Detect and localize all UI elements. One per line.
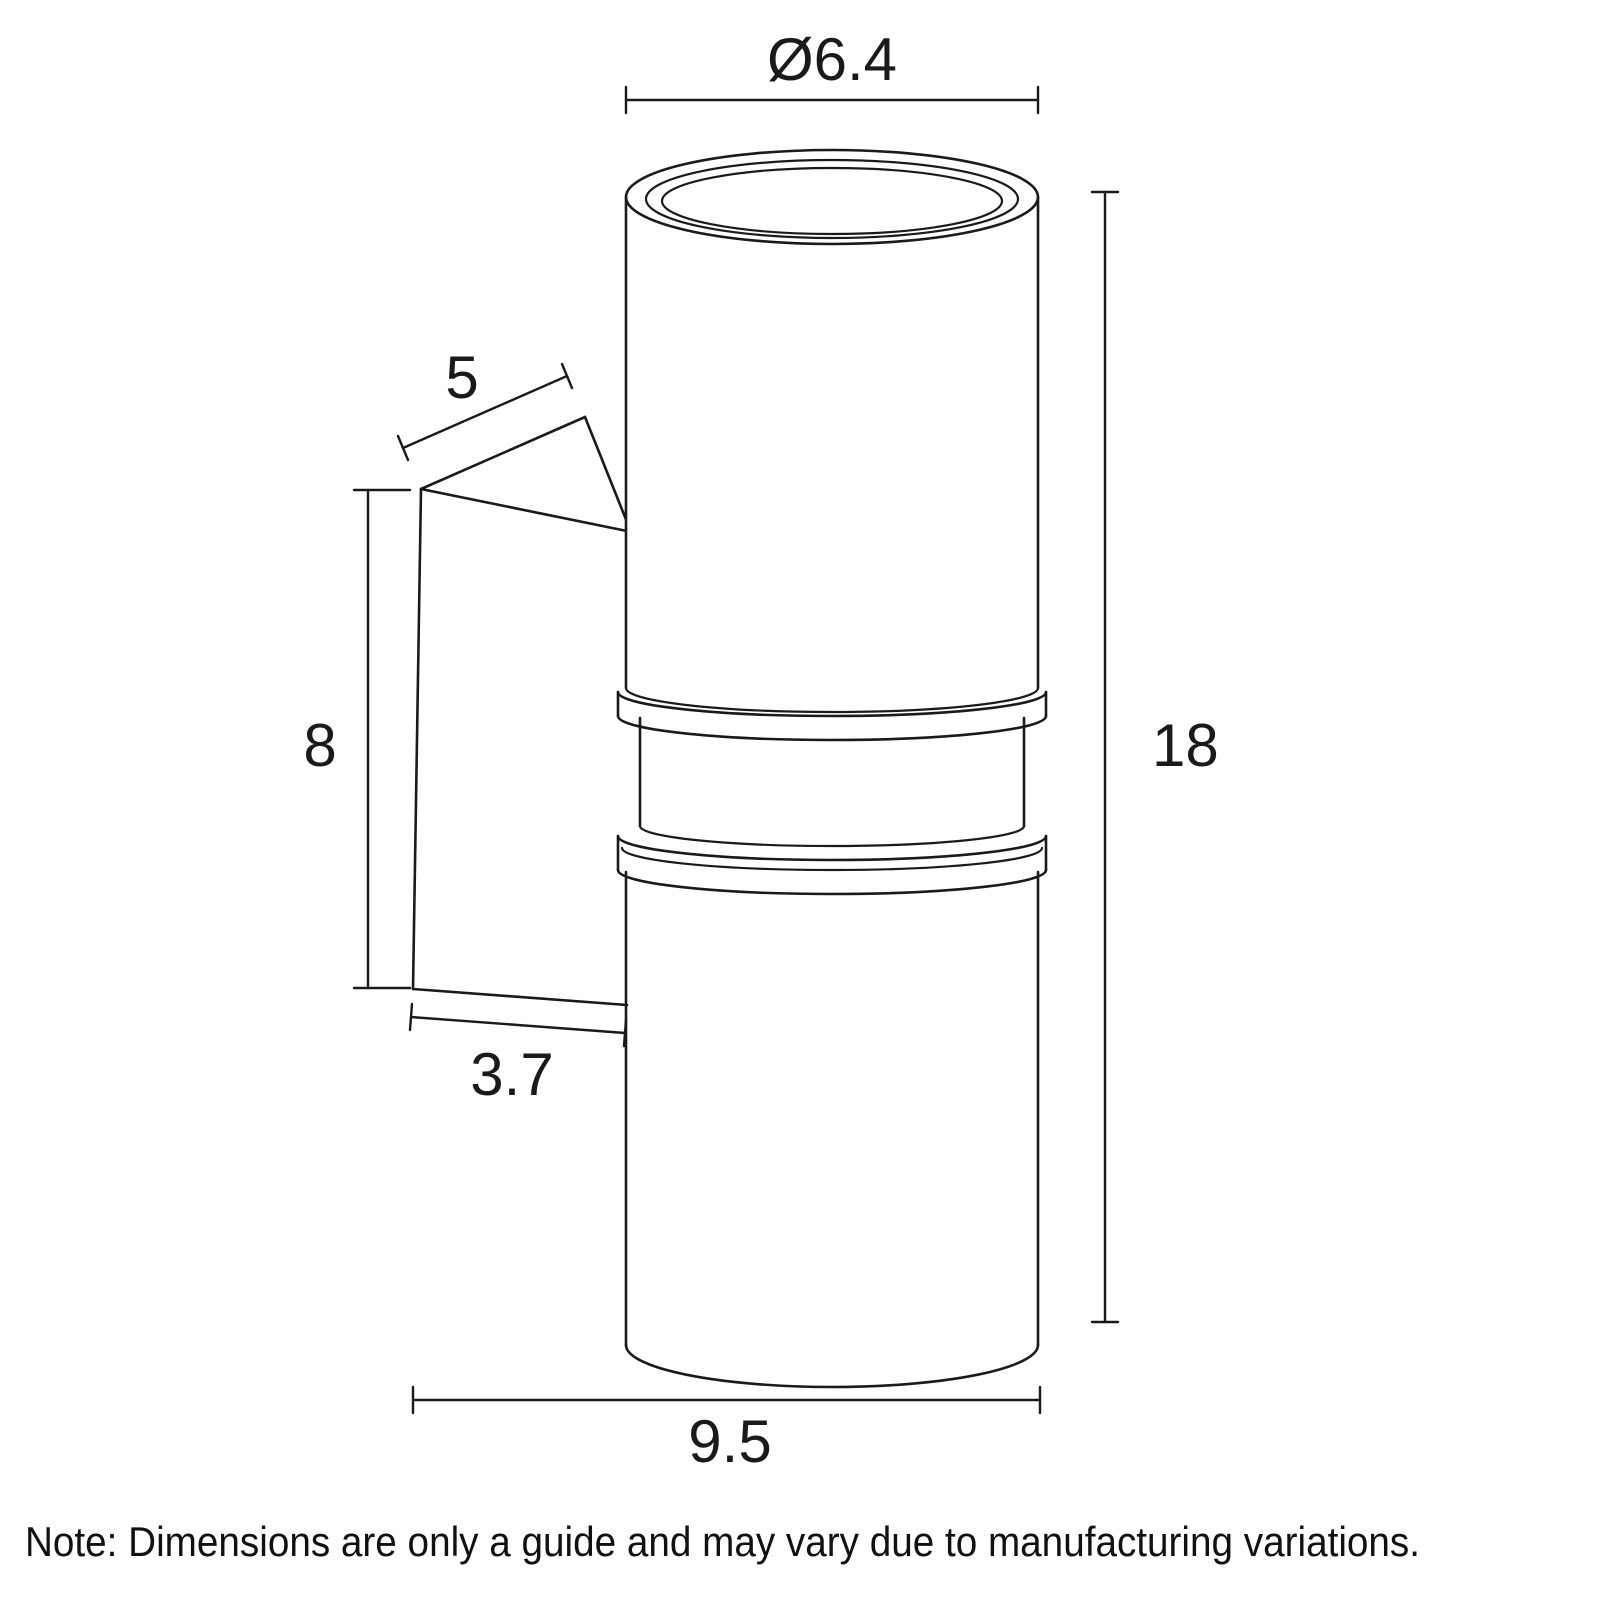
dimension-overall-height: 18 xyxy=(1090,190,1219,1324)
upper-ring-bottom-arc xyxy=(616,714,1048,742)
dimension-overall-depth: 9.5 xyxy=(411,1385,1042,1475)
upper-trim-ring xyxy=(616,690,1048,742)
dimension-depth-tick-right xyxy=(560,362,574,390)
dimension-depth-tick-left xyxy=(396,434,410,462)
upper-section-fill xyxy=(626,197,1038,688)
bracket-top-front-edge xyxy=(419,487,629,533)
dimension-bracket-height: 8 xyxy=(303,488,412,990)
cylinder-top-rim-inner xyxy=(660,166,1004,236)
dimension-diameter-label: Ø6.4 xyxy=(767,26,897,93)
bracket-top-left-edge xyxy=(419,415,587,491)
dimension-bracket-base: 3.7 xyxy=(408,1002,628,1108)
dimension-diameter: Ø6.4 xyxy=(624,26,1040,115)
lower-ring-bottom-arc xyxy=(616,868,1048,896)
lower-ring-inner-arc xyxy=(620,846,1044,872)
dimension-bracket-depth: 5 xyxy=(396,344,574,462)
dimension-base-tick-right xyxy=(622,1018,628,1048)
recessed-middle-section xyxy=(638,716,1026,848)
bracket-fill xyxy=(413,417,627,1005)
dimension-base-tick-left xyxy=(408,1002,414,1032)
bracket-bottom-edge xyxy=(411,987,629,1007)
wall-mount-bracket xyxy=(411,415,629,1007)
upper-ring-top-arc xyxy=(616,690,1048,718)
bracket-top-back-edge xyxy=(583,415,629,524)
upper-section-bottom-arc xyxy=(624,686,1040,714)
dimension-overall-depth-label: 9.5 xyxy=(688,1408,771,1475)
lower-ring-top-arc xyxy=(616,834,1048,862)
dimension-depth-label: 5 xyxy=(445,344,478,411)
cylinder-body xyxy=(616,148,1048,1389)
dimension-bracket-height-label: 8 xyxy=(303,712,336,779)
lower-trim-ring xyxy=(616,834,1048,896)
lower-section-bottom-arc xyxy=(624,1343,1040,1389)
dimension-height-label: 18 xyxy=(1152,712,1219,779)
dimension-depth-line xyxy=(401,374,569,450)
dimension-base-line xyxy=(409,1015,627,1035)
bracket-left-edge xyxy=(411,487,423,991)
middle-bottom-arc xyxy=(638,824,1026,848)
dimension-base-label: 3.7 xyxy=(470,1041,553,1108)
note-text: Note: Dimensions are only a guide and ma… xyxy=(25,1518,1420,1565)
cylinder-top-rim-middle xyxy=(644,158,1020,240)
